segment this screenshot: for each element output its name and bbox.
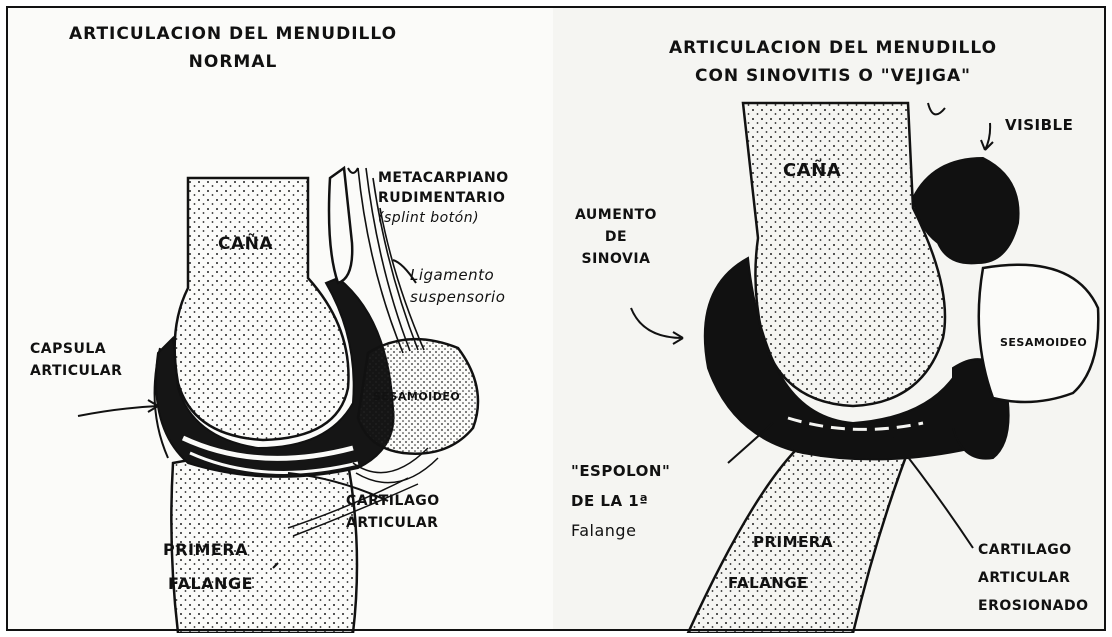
label-aumento-line3: SINOVIA — [575, 248, 657, 270]
cannon-bone — [175, 178, 349, 440]
label-metacarpiano-line3: (splint botón) — [378, 208, 509, 228]
label-capsula-line1: CAPSULA — [30, 338, 122, 360]
capsula-pointer — [78, 406, 158, 416]
label-sesamoideo-right: SESAMOIDEO — [1000, 336, 1087, 349]
synovitis-title-line2: CON SINOVITIS O "VEJIGA" — [663, 62, 1003, 90]
label-sesamoideo: SESAMOIDEO — [373, 390, 460, 403]
label-ligamento: Ligamento suspensorio — [410, 264, 505, 308]
label-aumento: AUMENTO DE SINOVIA — [575, 204, 657, 270]
cannon-bone-right — [743, 103, 945, 406]
sesamoid-bone-right — [979, 265, 1099, 402]
label-espolon: "ESPOLON" DE LA 1ª Falange — [571, 456, 670, 546]
label-metacarpiano: METACARPIANO RUDIMENTARIO (splint botón) — [378, 168, 509, 228]
label-cartilago-line1: CARTILAGO — [346, 490, 440, 512]
normal-joint-drawing — [8, 8, 553, 633]
label-cartilago-right: CARTILAGO ARTICULAR EROSIONADO — [978, 536, 1089, 620]
label-visible: VISIBLE — [1005, 116, 1073, 134]
label-cartilago-right-line3: EROSIONADO — [978, 592, 1089, 620]
label-falange: FALANGE — [168, 574, 253, 593]
label-espolon-line2: DE LA 1ª — [571, 486, 670, 516]
label-falange-right: FALANGE — [728, 574, 808, 592]
splint-bone-tip-right — [928, 103, 945, 114]
synovitis-joint-title: ARTICULACION DEL MENUDILLO CON SINOVITIS… — [663, 34, 1003, 90]
label-cana-right: CAÑA — [783, 160, 841, 181]
label-cartilago: CARTILAGO ARTICULAR — [346, 490, 440, 534]
label-cartilago-right-line2: ARTICULAR — [978, 564, 1089, 592]
synovitis-joint-panel: ARTICULACION DEL MENUDILLO CON SINOVITIS… — [553, 8, 1104, 629]
normal-title-line1: ARTICULACION DEL MENUDILLO — [68, 20, 398, 48]
label-aumento-line1: AUMENTO — [575, 204, 657, 226]
label-ligamento-line1: Ligamento — [410, 264, 505, 286]
splint-bone — [329, 168, 352, 283]
normal-joint-panel: ARTICULACION DEL MENUDILLO NORMAL CAÑA M… — [8, 8, 553, 629]
label-primera: PRIMERA — [163, 540, 248, 559]
label-aumento-line2: DE — [575, 226, 657, 248]
label-cartilago-line2: ARTICULAR — [346, 512, 440, 534]
normal-title-line2: NORMAL — [68, 48, 398, 76]
figure-frame: ARTICULACION DEL MENUDILLO NORMAL CAÑA M… — [6, 6, 1106, 631]
label-capsula: CAPSULA ARTICULAR — [30, 338, 122, 382]
label-cana: CAÑA — [218, 234, 273, 254]
label-espolon-line3: Falange — [571, 516, 670, 546]
label-ligamento-line2: suspensorio — [410, 286, 505, 308]
synovitis-title-line1: ARTICULACION DEL MENUDILLO — [663, 34, 1003, 62]
label-metacarpiano-line2: RUDIMENTARIO — [378, 188, 509, 208]
label-cartilago-right-line1: CARTILAGO — [978, 536, 1089, 564]
label-primera-right: PRIMERA — [753, 533, 833, 551]
normal-joint-title: ARTICULACION DEL MENUDILLO NORMAL — [68, 20, 398, 76]
splint-bone-tip — [348, 168, 358, 173]
label-espolon-line1: "ESPOLON" — [571, 456, 670, 486]
label-metacarpiano-line1: METACARPIANO — [378, 168, 509, 188]
label-capsula-line2: ARTICULAR — [30, 360, 122, 382]
